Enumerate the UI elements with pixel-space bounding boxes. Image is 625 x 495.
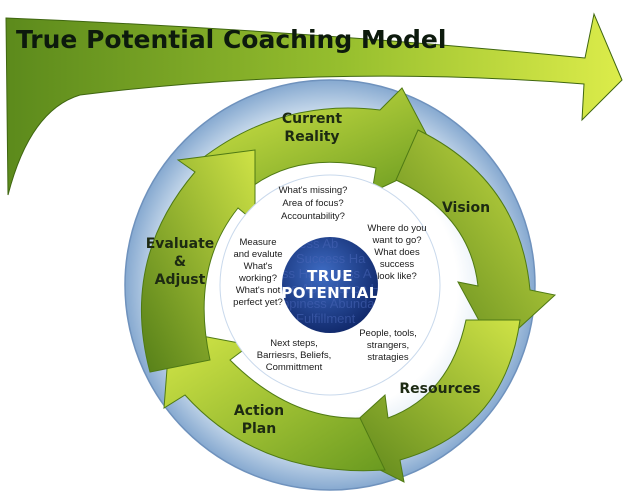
prompts-action-plan: Next steps, Barriesrs, Beliefs, Committm… xyxy=(257,338,331,373)
svg-text:Committment: Committment xyxy=(266,362,323,373)
stage-label-action-plan: Action Plan xyxy=(234,403,284,437)
svg-text:want to go?: want to go? xyxy=(371,235,421,246)
svg-text:Plan: Plan xyxy=(242,421,276,437)
svg-text:People, tools,: People, tools, xyxy=(359,328,417,339)
stage-label-vision: Vision xyxy=(442,200,490,216)
svg-text:Measure: Measure xyxy=(240,237,277,248)
svg-text:&: & xyxy=(174,254,186,270)
svg-text:look like?: look like? xyxy=(377,271,417,282)
svg-text:ppiness Abundance Fu: ppiness Abundance Fu xyxy=(282,296,414,311)
svg-text:Current: Current xyxy=(282,111,343,127)
arrow-action-plan xyxy=(163,329,386,472)
prompts-current-reality: What's missing? Area of focus? Accountab… xyxy=(279,185,348,222)
svg-text:What's: What's xyxy=(244,261,273,272)
arrow-resources xyxy=(329,319,521,483)
core-label-line-2: POTENTIAL xyxy=(281,284,378,302)
core-label-line-1: TRUE xyxy=(307,267,353,285)
svg-text:and evalute: and evalute xyxy=(233,249,282,260)
svg-text:Success Ha: Success Ha xyxy=(296,251,366,266)
prompts-vision: Where do you want to go? What does succe… xyxy=(367,223,426,282)
core-circle xyxy=(282,237,378,333)
prompts-resources: People, tools, strangers, stratagies xyxy=(359,328,417,363)
svg-text:stratagies: stratagies xyxy=(367,352,408,363)
svg-text:Vision: Vision xyxy=(442,200,490,216)
svg-text:Evaluate: Evaluate xyxy=(146,236,215,252)
svg-text:Reality: Reality xyxy=(284,129,339,145)
arrow-vision xyxy=(395,129,557,351)
svg-text:ss Happiness A: ss Happiness A xyxy=(282,266,372,281)
svg-text:ance Abundance Happin: ance Abundance Happin xyxy=(270,281,412,296)
svg-text:strangers,: strangers, xyxy=(367,340,409,351)
arrow-evaluate-adjust xyxy=(140,149,256,373)
svg-text:What does: What does xyxy=(374,247,420,258)
diagram-title: True Potential Coaching Model xyxy=(16,25,446,54)
prompts-evaluate-adjust: Measure and evalute What's working? What… xyxy=(233,237,283,308)
svg-text:success: success xyxy=(380,259,415,270)
svg-text:What's not: What's not xyxy=(236,285,281,296)
svg-text:working?: working? xyxy=(238,273,277,284)
svg-text:Fulfillment: Fulfillment xyxy=(296,311,356,326)
arrow-current-reality xyxy=(199,87,441,193)
stage-label-resources: Resources xyxy=(399,381,480,397)
svg-text:Accountability?: Accountability? xyxy=(281,211,345,222)
banner-arrow xyxy=(5,12,623,196)
stage-label-current-reality: Current Reality xyxy=(282,111,343,145)
stage-label-evaluate-adjust: Evaluate & Adjust xyxy=(146,236,215,288)
svg-text:What's missing?: What's missing? xyxy=(279,185,348,196)
svg-text:perfect yet?: perfect yet? xyxy=(233,297,283,308)
svg-text:Next steps,: Next steps, xyxy=(270,338,318,349)
svg-text:Barriesrs, Beliefs,: Barriesrs, Beliefs, xyxy=(257,350,331,361)
svg-text:Resources: Resources xyxy=(399,381,480,397)
svg-text:Area of focus?: Area of focus? xyxy=(282,198,343,209)
svg-text:Adjust: Adjust xyxy=(155,272,206,288)
core-watermark: ness Ab Success Ha ss Happiness A ance A… xyxy=(270,237,414,326)
svg-text:Where do you: Where do you xyxy=(367,223,426,234)
svg-text:Action: Action xyxy=(234,403,284,419)
